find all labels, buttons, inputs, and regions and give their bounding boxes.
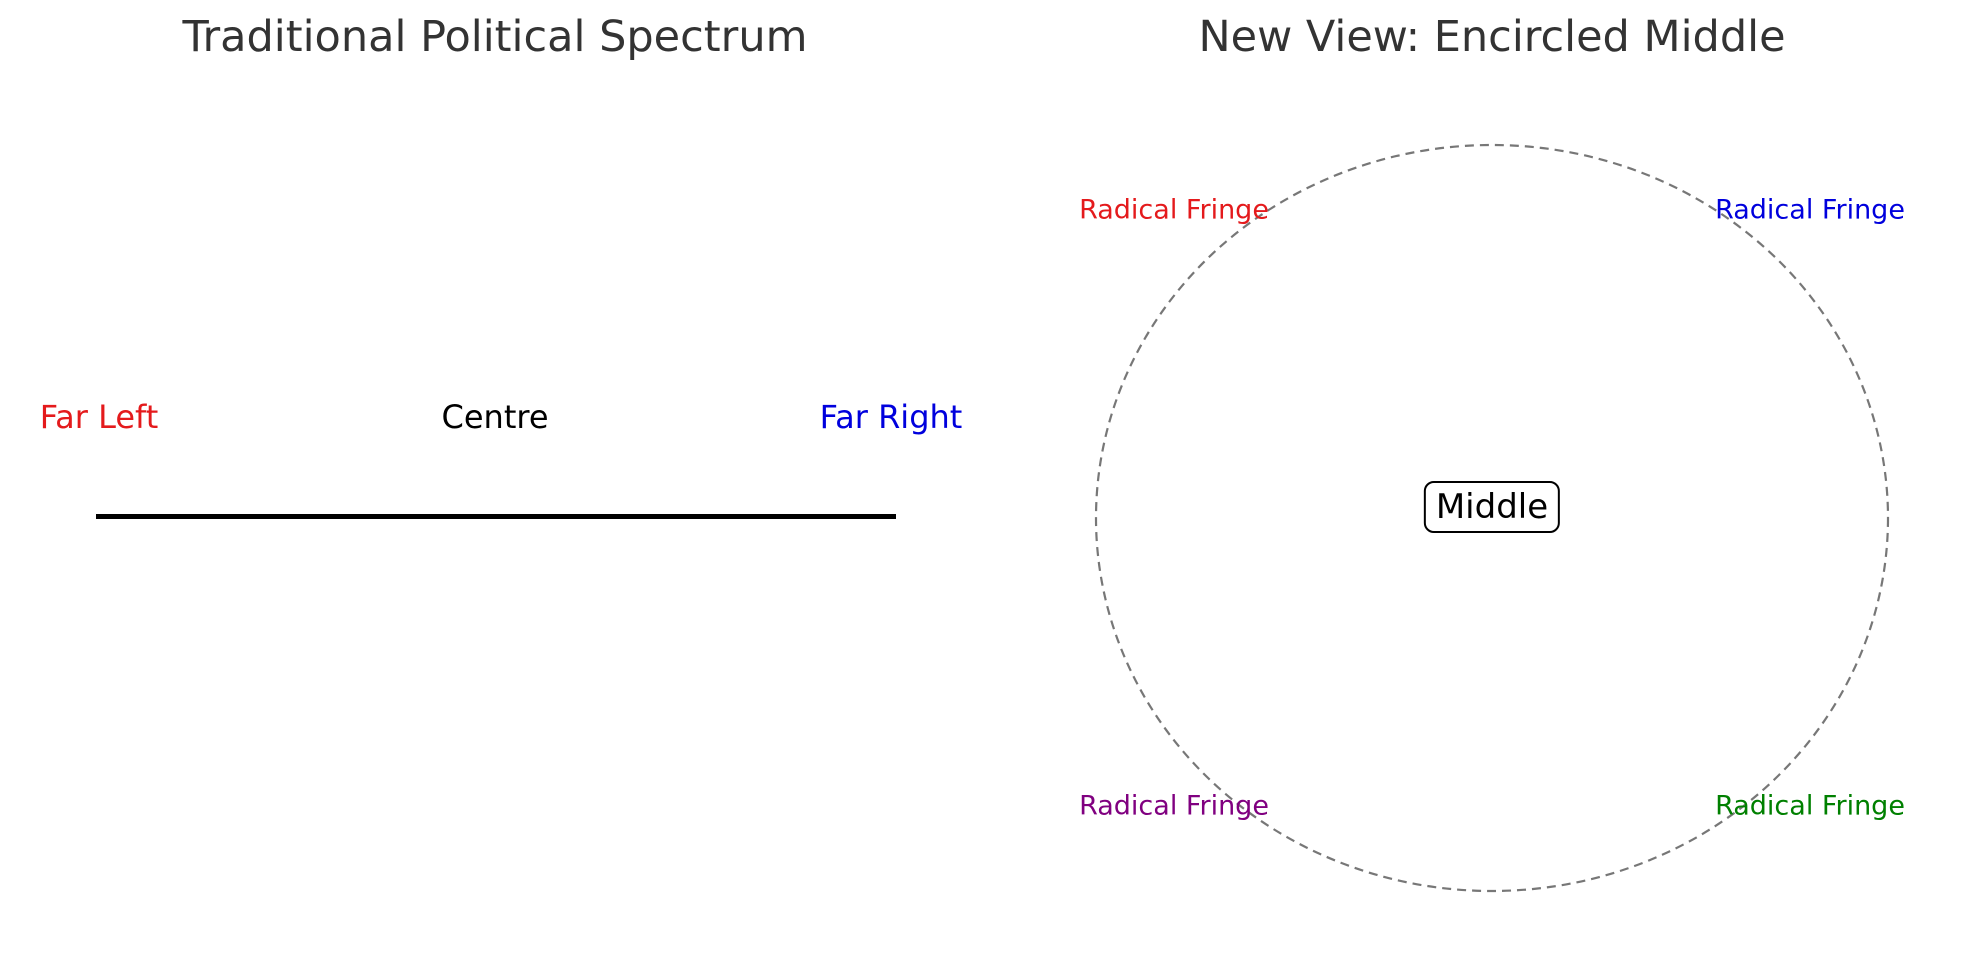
encircling-circle (1094, 143, 1890, 893)
radical-fringe-bottom-left: Radical Fringe (1079, 790, 1269, 822)
encircled-middle-title: New View: Encircled Middle (1198, 12, 1786, 62)
encircling-circle-graphic (1094, 143, 1890, 893)
radical-fringe-bottom-right: Radical Fringe (1715, 790, 1905, 822)
spectrum-line (96, 514, 896, 519)
middle-label-box: Middle (1423, 481, 1561, 533)
far-right-label: Far Right (819, 398, 963, 436)
traditional-spectrum-panel: Traditional Political Spectrum Far Left … (39, 12, 963, 519)
far-left-label: Far Left (39, 398, 159, 436)
radical-fringe-top-right: Radical Fringe (1715, 194, 1905, 226)
encircled-middle-panel: New View: Encircled Middle Radical Fring… (990, 0, 1977, 980)
centre-label: Centre (441, 398, 549, 436)
radical-fringe-top-left: Radical Fringe (1079, 194, 1269, 226)
traditional-spectrum-title: Traditional Political Spectrum (182, 12, 808, 62)
